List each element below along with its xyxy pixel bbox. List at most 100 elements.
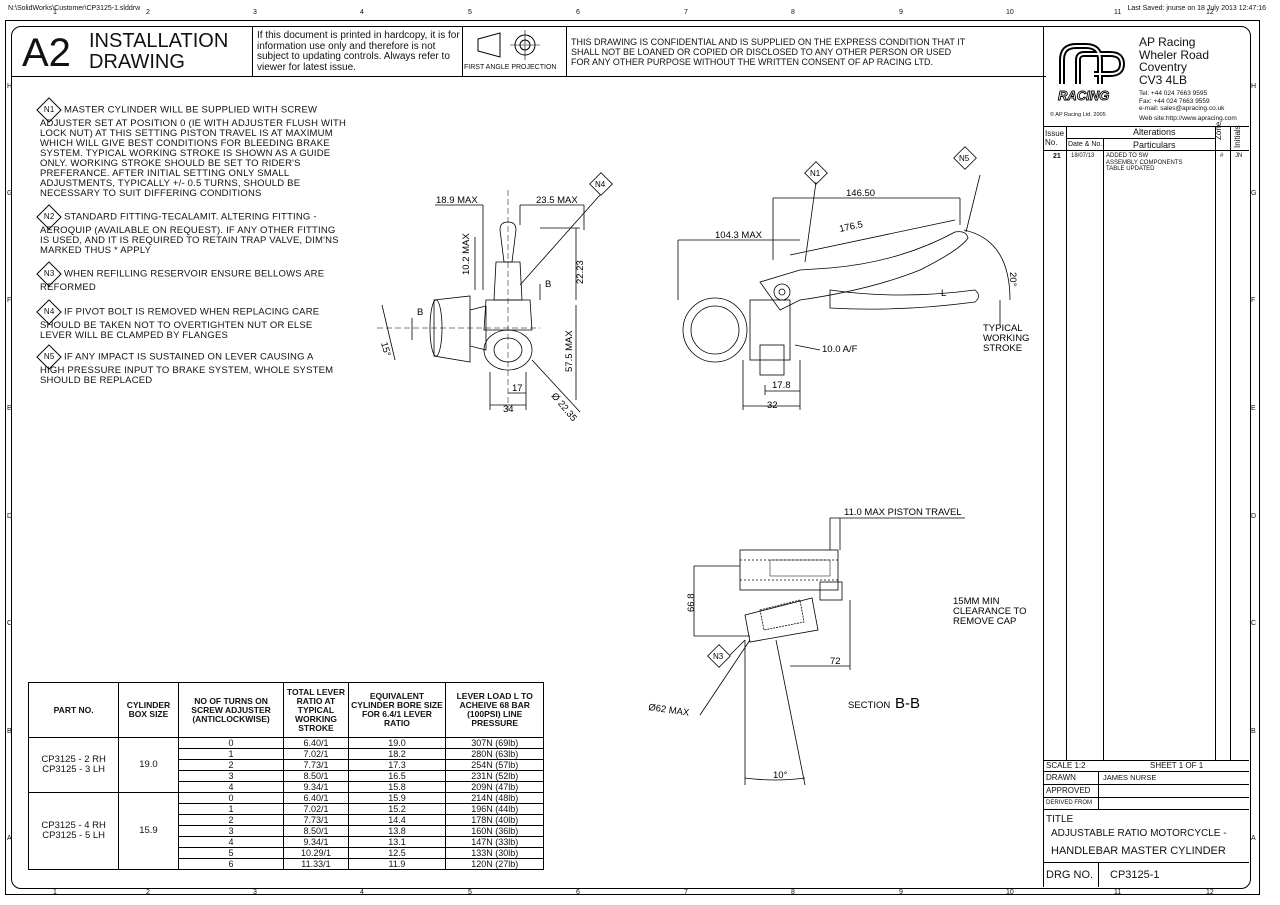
dim-22-35: Ø 22.35 [549, 391, 579, 424]
logo-racing-text: RACING [1058, 88, 1109, 103]
grid-col-6: 6 [576, 9, 580, 16]
grid-col-9: 9 [899, 889, 903, 896]
table-cell: 5 [177, 847, 285, 859]
doc-title-2: DRAWING [89, 51, 185, 73]
rev-zone: # [1220, 153, 1224, 159]
table-cell: 6.40/1 [283, 737, 349, 749]
grid-col-9: 9 [899, 9, 903, 16]
print-notice: If this document is printed in hardcopy,… [257, 30, 460, 73]
table-cell: 9.34/1 [283, 836, 349, 848]
callout-n3: N3 [713, 652, 724, 661]
grid-col-8: 8 [791, 889, 795, 896]
grid-col-4: 4 [360, 9, 364, 16]
table-cell: 147N (33lb) [445, 836, 544, 848]
table-cell: 4 [177, 836, 285, 848]
note-heading: STANDARD FITTING-TECALAMIT. ALTERING FIT… [64, 211, 317, 223]
grid-row-D: D [1251, 513, 1257, 520]
company-address: AP Racing Wheler Road Coventry CV3 4LB [1139, 36, 1209, 86]
table-cell: 6 [177, 858, 285, 870]
table-cell: 0 [177, 737, 285, 749]
grid-row-A: A [1251, 835, 1256, 842]
dim-22-23: 22.23 [575, 260, 586, 284]
table-cell: 16.5 [347, 770, 447, 782]
company-email: e-mail: sales@apracing.co.uk [1139, 105, 1225, 112]
callout-n5: N5 [959, 154, 970, 163]
side-view [677, 174, 1011, 410]
drg-no-label: DRG NO. [1046, 869, 1094, 881]
grid-col-7: 7 [684, 889, 688, 896]
table-cell: 2 [177, 814, 285, 826]
note-line: IS USED, AND IT IS REQUIRED TO RETAIN TR… [40, 235, 339, 246]
grid-col-6: 6 [576, 889, 580, 896]
table-cell: 1 [177, 803, 285, 815]
grid-row-E: E [7, 405, 12, 412]
table-cell: 11.9 [347, 858, 447, 870]
rev-initials: JN [1235, 153, 1243, 159]
table-cell: 280N (63lb) [445, 748, 544, 760]
clearance-2: CLEARANCE TO [953, 606, 1027, 617]
table-cell: 17.3 [347, 759, 447, 771]
grid-row-G: G [7, 190, 13, 197]
note-line: PREFERANCE. AFTER INITIAL SETTING ONLY S… [40, 168, 290, 179]
projection-symbol [477, 30, 540, 60]
table-cell: 160N (36lb) [445, 825, 544, 837]
table-cell: 19.0 [347, 737, 447, 749]
front-view [377, 190, 601, 413]
callout-n4: N4 [595, 180, 606, 189]
company-addr3: CV3 4LB [1139, 72, 1188, 87]
title-line1: ADJUSTABLE RATIO MOTORCYCLE - [1051, 828, 1227, 839]
sheet-size: A2 [22, 31, 71, 75]
table-cell: 231N (52lb) [445, 770, 544, 782]
clearance-1: 15MM MIN [953, 596, 1000, 607]
dim-57-5-max: 57.5 MAX [564, 330, 575, 372]
table-header: LEVER LOAD L TO ACHEIVE 68 BAR (100PSI) … [445, 682, 544, 738]
table-cell: 3 [177, 770, 285, 782]
grid-row-E: E [1251, 405, 1256, 412]
confidential-notice: THIS DRAWING IS CONFIDENTIAL AND IS SUPP… [571, 37, 966, 67]
table-cell: 214N (48lb) [445, 792, 544, 804]
company-addr2: Coventry [1139, 60, 1188, 74]
table-cell: 6.40/1 [283, 792, 349, 804]
table-cell: 7.73/1 [283, 759, 349, 771]
grid-row-D: D [7, 513, 13, 520]
rev-header-date: Date & No. [1068, 141, 1103, 148]
grid-col-11: 11 [1114, 889, 1122, 896]
file-path: N:\SolidWorks\Customer\CP3125-1.slddrw [8, 5, 141, 12]
section-mark-b-2: B [545, 279, 551, 290]
table-header: NO OF TURNS ON SCREW ADJUSTER (ANTICLOCK… [177, 682, 285, 738]
note-heading: IF ANY IMPACT IS SUSTAINED ON LEVER CAUS… [64, 351, 314, 363]
typical-stroke-2: WORKING [983, 333, 1029, 344]
grid-col-10: 10 [1006, 9, 1014, 16]
grid-col-5: 5 [468, 9, 472, 16]
title-label: TITLE [1046, 814, 1074, 825]
part-no-cell: CP3125 - 2 RH CP3125 - 3 LH [27, 737, 120, 793]
drawn-by: JAMES NURSE [1103, 773, 1157, 782]
note-line: ADJUSTER SET AT POSITION 0 (IE WITH ADJU… [40, 118, 347, 129]
doc-title-1: INSTALLATION [89, 30, 229, 52]
part-no-cell: CP3125 - 4 RH CP3125 - 5 LH [27, 792, 120, 870]
company-fax: Fax: +44 024 7663 9559 [1139, 97, 1210, 105]
dim-176-5: 176.5 [838, 219, 864, 235]
section-label: SECTION [848, 700, 890, 711]
grid-row-A: A [7, 835, 12, 842]
note-line: AEROQUIP (AVAILABLE ON REQUEST). IF ANY … [40, 225, 336, 236]
copyright: © AP Racing Ltd. 2005 [1050, 112, 1106, 118]
dim-62-max: Ø62 MAX [648, 702, 691, 719]
last-saved: Last Saved: jnurse on 18 July 2013 12:47… [1127, 5, 1266, 12]
dim-66-8: 66.8 [686, 594, 697, 613]
table-cell: 9.34/1 [283, 781, 349, 793]
grid-row-G: G [1251, 190, 1257, 197]
table-cell: 1 [177, 748, 285, 760]
grid-row-B: B [1251, 728, 1256, 735]
dim-23-5-max: 23.5 MAX [536, 195, 578, 206]
dim-10-2-max: 10.2 MAX [461, 233, 472, 275]
